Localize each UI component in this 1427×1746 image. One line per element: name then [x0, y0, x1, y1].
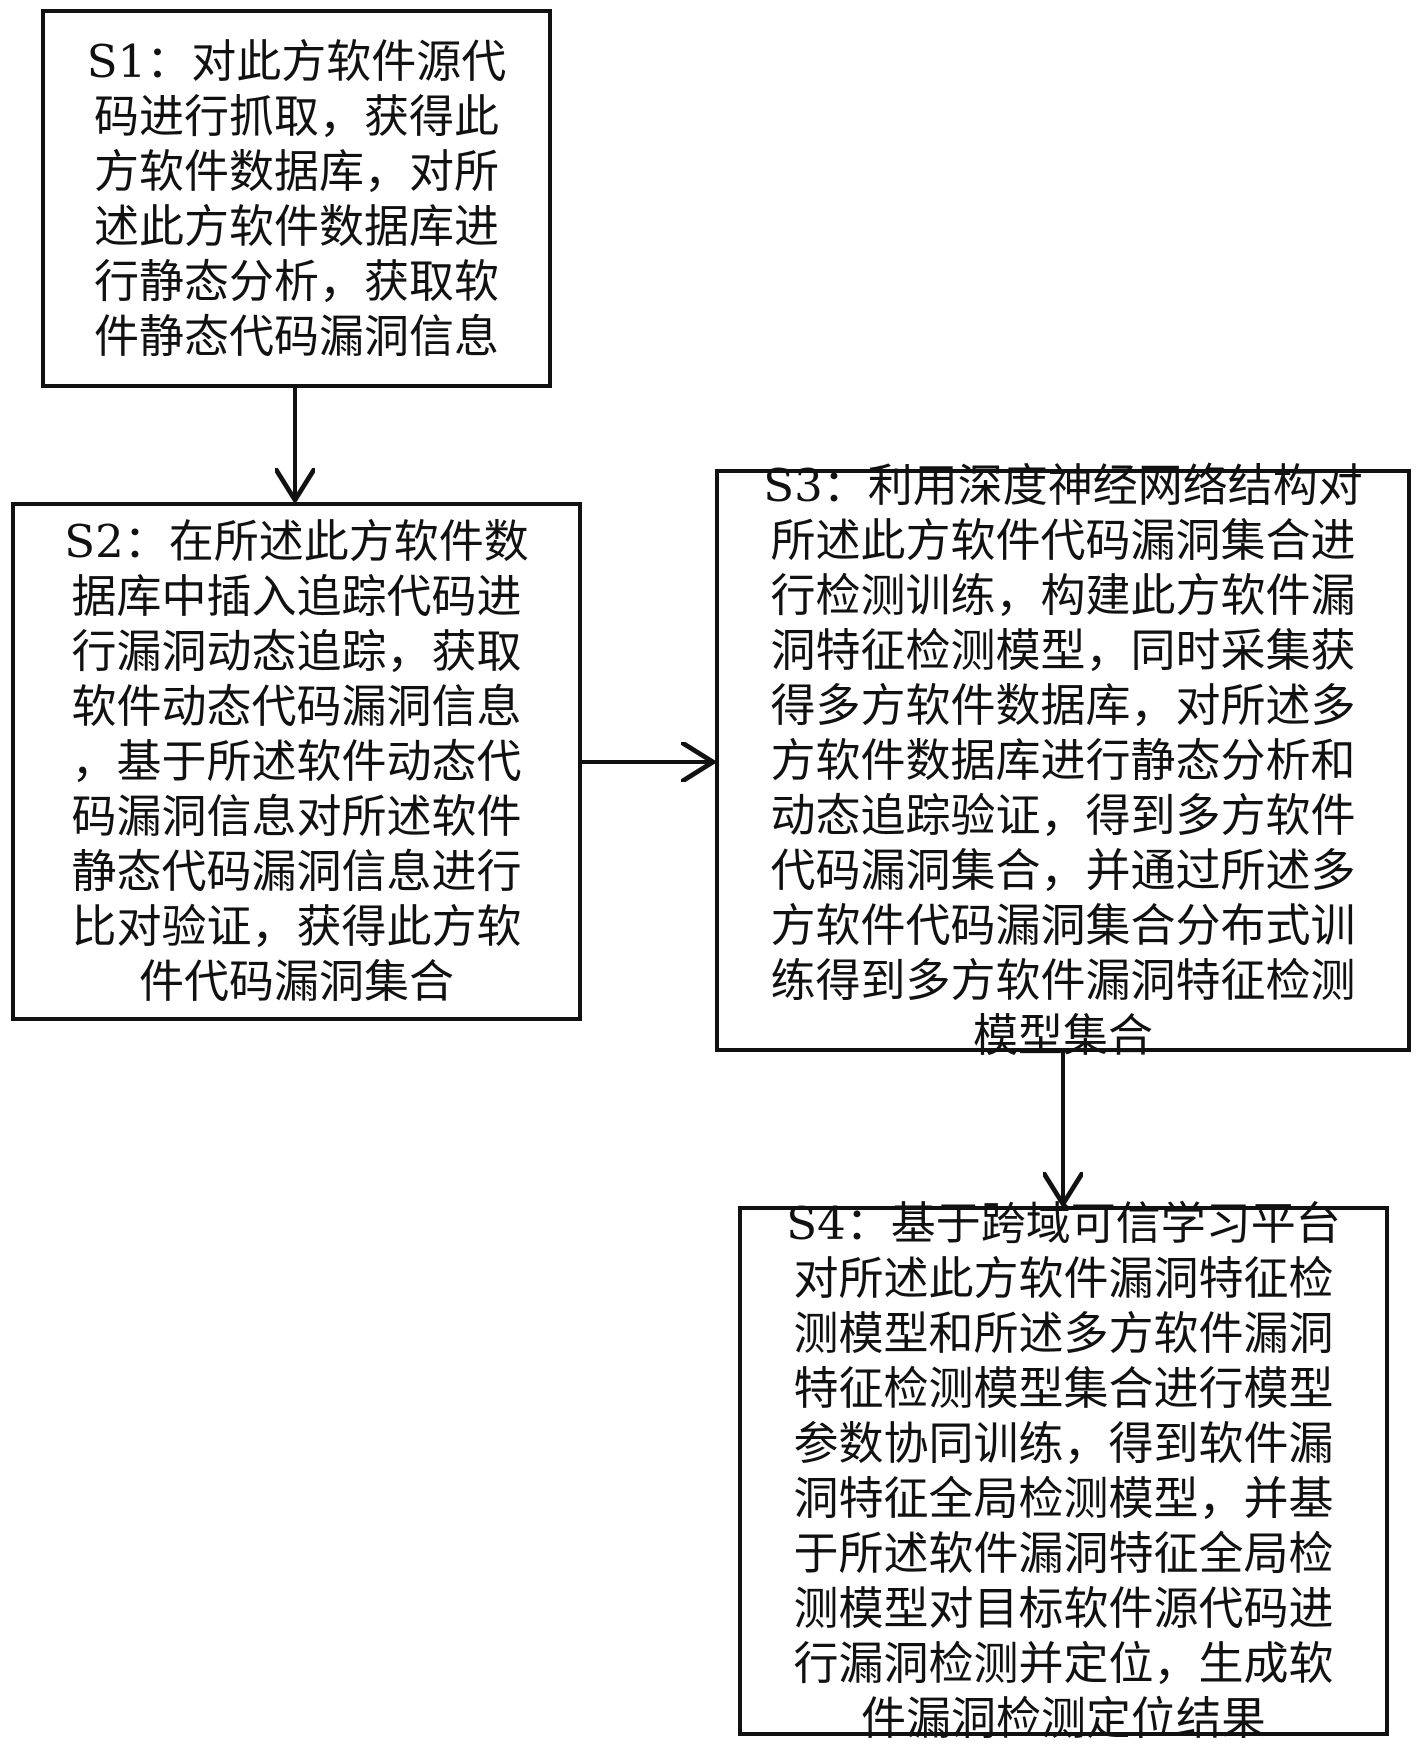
step-text-line: 件代码漏洞集合	[139, 954, 454, 1009]
step-text-line: 特征检测模型集合进行模型	[793, 1361, 1333, 1416]
step-text-line: 方软件数据库，对所	[94, 144, 499, 199]
step-text-line: 件漏洞检测定位结果	[861, 1691, 1266, 1746]
step-text-line: 行漏洞动态追踪，获取	[71, 624, 521, 679]
step-text-line: 洞特征检测模型，同时采集获	[770, 623, 1355, 678]
step-text-line: 述此方软件数据库进	[94, 199, 499, 254]
step-text-line: 件静态代码漏洞信息	[94, 309, 499, 364]
step-text-line: 于所述软件漏洞特征全局检	[793, 1526, 1333, 1581]
step-text-line: 比对验证，获得此方软	[71, 899, 521, 954]
step-text-line: 方软件数据库进行静态分析和	[770, 733, 1355, 788]
step-text-line: 练得到多方软件漏洞特征检测	[770, 953, 1355, 1008]
step-text-line: 对所述此方软件漏洞特征检	[793, 1251, 1333, 1306]
step-text-line: 据库中插入追踪代码进	[71, 569, 521, 624]
step-s4-box: S4：基于跨域可信学习平台对所述此方软件漏洞特征检测模型和所述多方软件漏洞特征检…	[738, 1206, 1389, 1736]
step-text-line: 动态追踪验证，得到多方软件	[770, 788, 1355, 843]
step-text-line: S4：基于跨域可信学习平台	[786, 1196, 1340, 1251]
step-text-line: S3：利用深度神经网络结构对	[763, 458, 1362, 513]
step-s1-box: S1：对此方软件源代码进行抓取，获得此方软件数据库，对所述此方软件数据库进行静态…	[41, 9, 552, 388]
step-text-line: 行检测训练，构建此方软件漏	[770, 568, 1355, 623]
step-text-line: 静态代码漏洞信息进行	[71, 844, 521, 899]
step-text-line: 软件动态代码漏洞信息	[71, 679, 521, 734]
step-text-line: 模型集合	[973, 1008, 1153, 1063]
step-text-line: 测模型和所述多方软件漏洞	[793, 1306, 1333, 1361]
step-text-line: 所述此方软件代码漏洞集合进	[770, 513, 1355, 568]
step-text-line: 洞特征全局检测模型，并基	[793, 1471, 1333, 1526]
step-s3-box: S3：利用深度神经网络结构对所述此方软件代码漏洞集合进行检测训练，构建此方软件漏…	[715, 469, 1411, 1052]
step-s2-box: S2：在所述此方软件数据库中插入追踪代码进行漏洞动态追踪，获取软件动态代码漏洞信…	[11, 502, 582, 1021]
step-text-line: S1：对此方软件源代	[87, 34, 506, 89]
step-text-line: 行静态分析，获取软	[94, 254, 499, 309]
step-text-line: 参数协同训练，得到软件漏	[793, 1416, 1333, 1471]
step-text-line: ，基于所述软件动态代	[71, 734, 521, 789]
step-text-line: 码漏洞信息对所述软件	[71, 789, 521, 844]
step-text-line: 得多方软件数据库，对所述多	[770, 678, 1355, 733]
step-text-line: 代码漏洞集合，并通过所述多	[770, 843, 1355, 898]
step-text-line: S2：在所述此方软件数	[64, 514, 528, 569]
step-text-line: 码进行抓取，获得此	[94, 89, 499, 144]
step-text-line: 行漏洞检测并定位，生成软	[793, 1636, 1333, 1691]
step-text-line: 方软件代码漏洞集合分布式训	[770, 898, 1355, 953]
step-text-line: 测模型对目标软件源代码进	[793, 1581, 1333, 1636]
